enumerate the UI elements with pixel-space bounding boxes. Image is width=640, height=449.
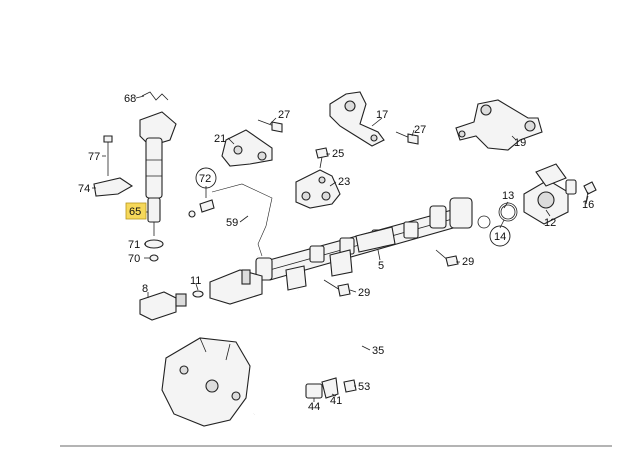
- callout-19[interactable]: 19: [514, 137, 526, 149]
- callout-14[interactable]: 14: [494, 231, 506, 243]
- callout-70[interactable]: 70: [128, 253, 140, 265]
- callout-27-upper[interactable]: 27: [278, 109, 290, 121]
- washer-70: [149, 254, 159, 262]
- callout-16[interactable]: 16: [582, 199, 594, 211]
- washer-71: [144, 239, 164, 249]
- callout-29-right[interactable]: 29: [462, 256, 474, 268]
- callout-44[interactable]: 44: [308, 401, 320, 413]
- callout-12[interactable]: 12: [544, 217, 556, 229]
- pressure-regulator[interactable]: [523, 163, 577, 225]
- bolt-27-right: [395, 131, 419, 145]
- callout-68[interactable]: 68: [124, 93, 136, 105]
- callout-5[interactable]: 5: [378, 260, 384, 272]
- clip-68: [141, 91, 169, 101]
- callout-74[interactable]: 74: [78, 183, 90, 195]
- callout-72[interactable]: 72: [199, 173, 211, 185]
- bolt-29-lower: [323, 279, 351, 297]
- callout-23[interactable]: 23: [338, 176, 350, 188]
- callout-25[interactable]: 25: [332, 148, 344, 160]
- callout-29-lower[interactable]: 29: [358, 287, 370, 299]
- o-ring: [498, 202, 518, 222]
- callout-71[interactable]: 71: [128, 239, 140, 251]
- bracket-19[interactable]: [455, 99, 543, 151]
- hp-line-59[interactable]: [209, 187, 269, 257]
- bracket-23[interactable]: [295, 169, 341, 209]
- callout-21[interactable]: 21: [214, 133, 226, 145]
- clamp-74[interactable]: [93, 177, 134, 197]
- bolt-29-right: [435, 249, 459, 267]
- fuel-rail[interactable]: [255, 197, 473, 291]
- o-ring-inner: [500, 204, 516, 220]
- sensor-8[interactable]: [139, 291, 187, 321]
- bolt-16: [583, 181, 597, 203]
- callout-17[interactable]: 17: [376, 109, 388, 121]
- sensor-11[interactable]: [209, 269, 263, 305]
- callout-14-circle: [489, 225, 511, 247]
- callout-72-circle: [195, 167, 217, 189]
- callout-53[interactable]: 53: [358, 381, 370, 393]
- callout-11[interactable]: 11: [190, 275, 201, 287]
- bolt-25: [315, 147, 329, 169]
- callout-77[interactable]: 77: [88, 151, 100, 163]
- injector[interactable]: [139, 111, 177, 236]
- part-72: [188, 199, 215, 218]
- bolt-27-upper: [257, 119, 283, 133]
- clip-41[interactable]: [321, 377, 339, 399]
- bracket-17[interactable]: [329, 91, 385, 147]
- clip-44[interactable]: [305, 383, 323, 399]
- callout-65-highlight: [125, 202, 147, 220]
- callout-13[interactable]: 13: [502, 190, 514, 202]
- callout-65[interactable]: 65: [129, 206, 141, 218]
- bolt-77: [103, 135, 113, 176]
- callout-8[interactable]: 8: [142, 283, 148, 295]
- callout-35[interactable]: 35: [372, 345, 384, 357]
- seal-ring: [477, 215, 491, 229]
- high-pressure-pump[interactable]: [161, 337, 251, 427]
- clip-53[interactable]: [343, 379, 357, 393]
- bracket-21[interactable]: [221, 129, 273, 167]
- callout-59[interactable]: 59: [226, 217, 238, 229]
- washer-11: [192, 290, 204, 298]
- callout-labels: 68 27 17 27 19 21 77 25 72 74 23 13 16 6…: [78, 93, 594, 413]
- callout-41[interactable]: 41: [330, 395, 342, 407]
- callout-27-right[interactable]: 27: [414, 124, 426, 136]
